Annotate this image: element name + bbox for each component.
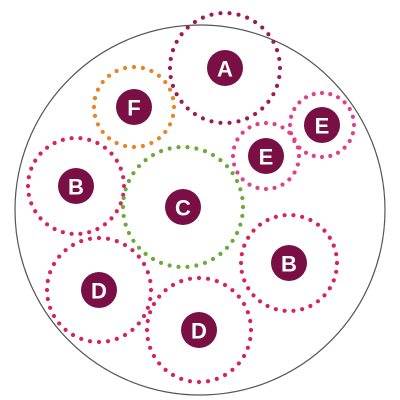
dotted-ring-d2	[144, 275, 254, 385]
node-disc-c	[165, 189, 201, 225]
node-e1: E	[304, 107, 340, 143]
node-label-d2: D	[191, 319, 207, 344]
node-e2: E	[248, 138, 284, 174]
node-label-d1: D	[91, 279, 107, 304]
node-b2: B	[271, 245, 307, 281]
node-label-f: F	[127, 96, 140, 121]
node-d2: D	[181, 312, 217, 348]
node-disc-e2	[248, 138, 284, 174]
dotted-ring-c	[120, 145, 246, 269]
node-markers: A F E E B C B D D	[58, 50, 340, 348]
node-disc-b2	[271, 245, 307, 281]
node-label-e1: E	[315, 114, 330, 139]
node-label-b1: B	[68, 175, 84, 200]
dotted-ring-d1	[44, 235, 154, 345]
dotted-ring-a	[167, 11, 283, 125]
node-label-c: C	[175, 196, 191, 221]
node-label-a: A	[217, 57, 233, 82]
dotted-ring-f	[91, 64, 177, 150]
dotted-ring-e1	[287, 90, 357, 160]
outer-boundary-circle	[14, 24, 386, 396]
node-label-e2: E	[259, 145, 274, 170]
node-d1: D	[81, 272, 117, 308]
node-c: C	[165, 189, 201, 225]
dotted-ring-e2	[230, 120, 302, 192]
node-label-b2: B	[281, 252, 297, 277]
node-disc-a	[207, 50, 243, 86]
node-disc-f	[116, 89, 152, 125]
node-disc-d2	[181, 312, 217, 348]
node-f: F	[116, 89, 152, 125]
dotted-ring-b2	[238, 213, 340, 313]
node-a: A	[207, 50, 243, 86]
node-b1: B	[58, 168, 94, 204]
node-disc-b1	[58, 168, 94, 204]
node-disc-d1	[81, 272, 117, 308]
dotted-rings	[25, 11, 357, 385]
node-disc-e1	[304, 107, 340, 143]
dotted-ring-b1	[25, 136, 127, 236]
